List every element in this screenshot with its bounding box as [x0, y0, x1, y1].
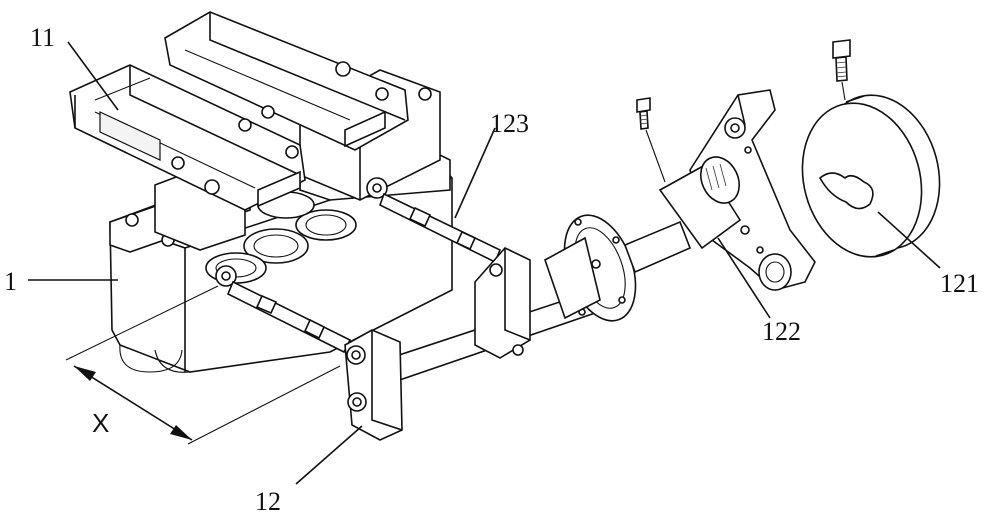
- rod-eye-lower-hole: [221, 271, 231, 281]
- dimension-arrow-end: [170, 425, 192, 440]
- cam-lever-arm: [689, 89, 816, 291]
- slide-screw-2: [171, 156, 185, 170]
- label-11: 11: [30, 23, 55, 52]
- rear-clamp-edge: [504, 248, 531, 341]
- slide-screw-6: [261, 105, 275, 119]
- coupling-center: [591, 259, 601, 269]
- leader-123: [454, 127, 496, 219]
- rod-eye-upper-hole: [372, 183, 382, 193]
- bore-2-inner: [305, 214, 347, 236]
- plate-screw-1: [125, 213, 139, 227]
- cam-disc-keyhole: [818, 172, 874, 210]
- label-123: 123: [490, 109, 529, 138]
- dimension-x: [65, 285, 341, 445]
- slide-screw-5: [375, 87, 389, 101]
- lever-roller: [758, 253, 792, 291]
- hub-knurl: [705, 163, 727, 191]
- top-slide-right-ridge: [209, 12, 406, 121]
- rear-clamp-block: [474, 247, 531, 359]
- top-slide-left-ridge: [129, 65, 301, 176]
- lever-hole-3: [744, 146, 752, 154]
- slide-screw-4: [335, 61, 351, 77]
- disc-bolt-axis: [841, 81, 846, 101]
- shaft-assembly: [344, 214, 692, 441]
- slide-screw-1: [204, 179, 220, 195]
- slide-screw-3: [238, 118, 252, 132]
- front-clamp-bolt-2-head: [352, 397, 362, 407]
- coupling-hub: [544, 236, 601, 320]
- base-block-assembly: [69, 11, 453, 373]
- hub-bolt-thread: [639, 114, 649, 125]
- top-slide-left-window: [99, 111, 161, 161]
- bore-1-inner: [253, 234, 299, 258]
- lever-hole-1: [740, 225, 750, 235]
- leader-lines: [28, 41, 941, 485]
- label-1: 1: [4, 267, 17, 296]
- flange-hole-1: [574, 218, 582, 226]
- leader-11: [67, 41, 119, 111]
- dimension-arrow-start: [74, 366, 96, 381]
- base-lobe-mid: [154, 349, 191, 373]
- short-shaft: [623, 220, 692, 274]
- rod-upper-nut: [408, 206, 432, 228]
- lever-roller-inner: [765, 261, 785, 283]
- lever-upper-bolt-head: [730, 123, 740, 133]
- leader-121: [877, 211, 941, 269]
- extension-line-left: [65, 285, 219, 361]
- top-slide-right-detail: [184, 49, 351, 121]
- rod-upper-nut-2: [455, 230, 477, 251]
- label-dimension-x: X: [92, 408, 109, 438]
- slide-slot-2: [257, 170, 301, 208]
- label-122: 122: [762, 317, 801, 346]
- slide-slot: [344, 110, 386, 148]
- rear-clamp-screw: [489, 263, 503, 277]
- cam-lever-edge: [737, 94, 746, 126]
- extension-line-right: [187, 365, 341, 445]
- hub-barrel: [658, 163, 742, 250]
- label-12: 12: [255, 487, 281, 516]
- part-labels: 11 1 123 122 121 12 X: [4, 23, 979, 516]
- hub-end: [699, 156, 741, 204]
- label-121: 121: [940, 269, 979, 298]
- front-clamp-bolt-head: [351, 350, 361, 360]
- front-clamp-edge: [371, 330, 403, 431]
- cam-lever-assembly: [636, 89, 816, 291]
- hub-bolt-axis: [645, 129, 666, 183]
- rear-clamp-screw-2: [512, 344, 524, 356]
- flange-hole-3: [618, 296, 626, 304]
- disc-bolt-shank: [835, 56, 848, 82]
- leader-122: [717, 237, 771, 319]
- slide-screw-7: [285, 145, 299, 159]
- disc-bolt-thread: [835, 61, 847, 78]
- hub-bolt-head: [636, 97, 651, 113]
- leader-12: [295, 425, 363, 485]
- bore-2: [295, 209, 357, 241]
- base-lobe-left: [119, 344, 183, 373]
- rod-lower-nut-2: [303, 318, 326, 340]
- cam-disc-rim: [845, 95, 895, 257]
- rod-lower-nut: [255, 294, 278, 315]
- support-screw: [418, 87, 432, 101]
- cam-disc-assembly: [801, 39, 941, 258]
- flange-hole-2: [612, 236, 620, 244]
- lever-hole-2: [756, 246, 764, 254]
- disc-bolt-head: [832, 39, 851, 59]
- bore-1: [243, 228, 309, 264]
- dimension-line: [73, 365, 193, 441]
